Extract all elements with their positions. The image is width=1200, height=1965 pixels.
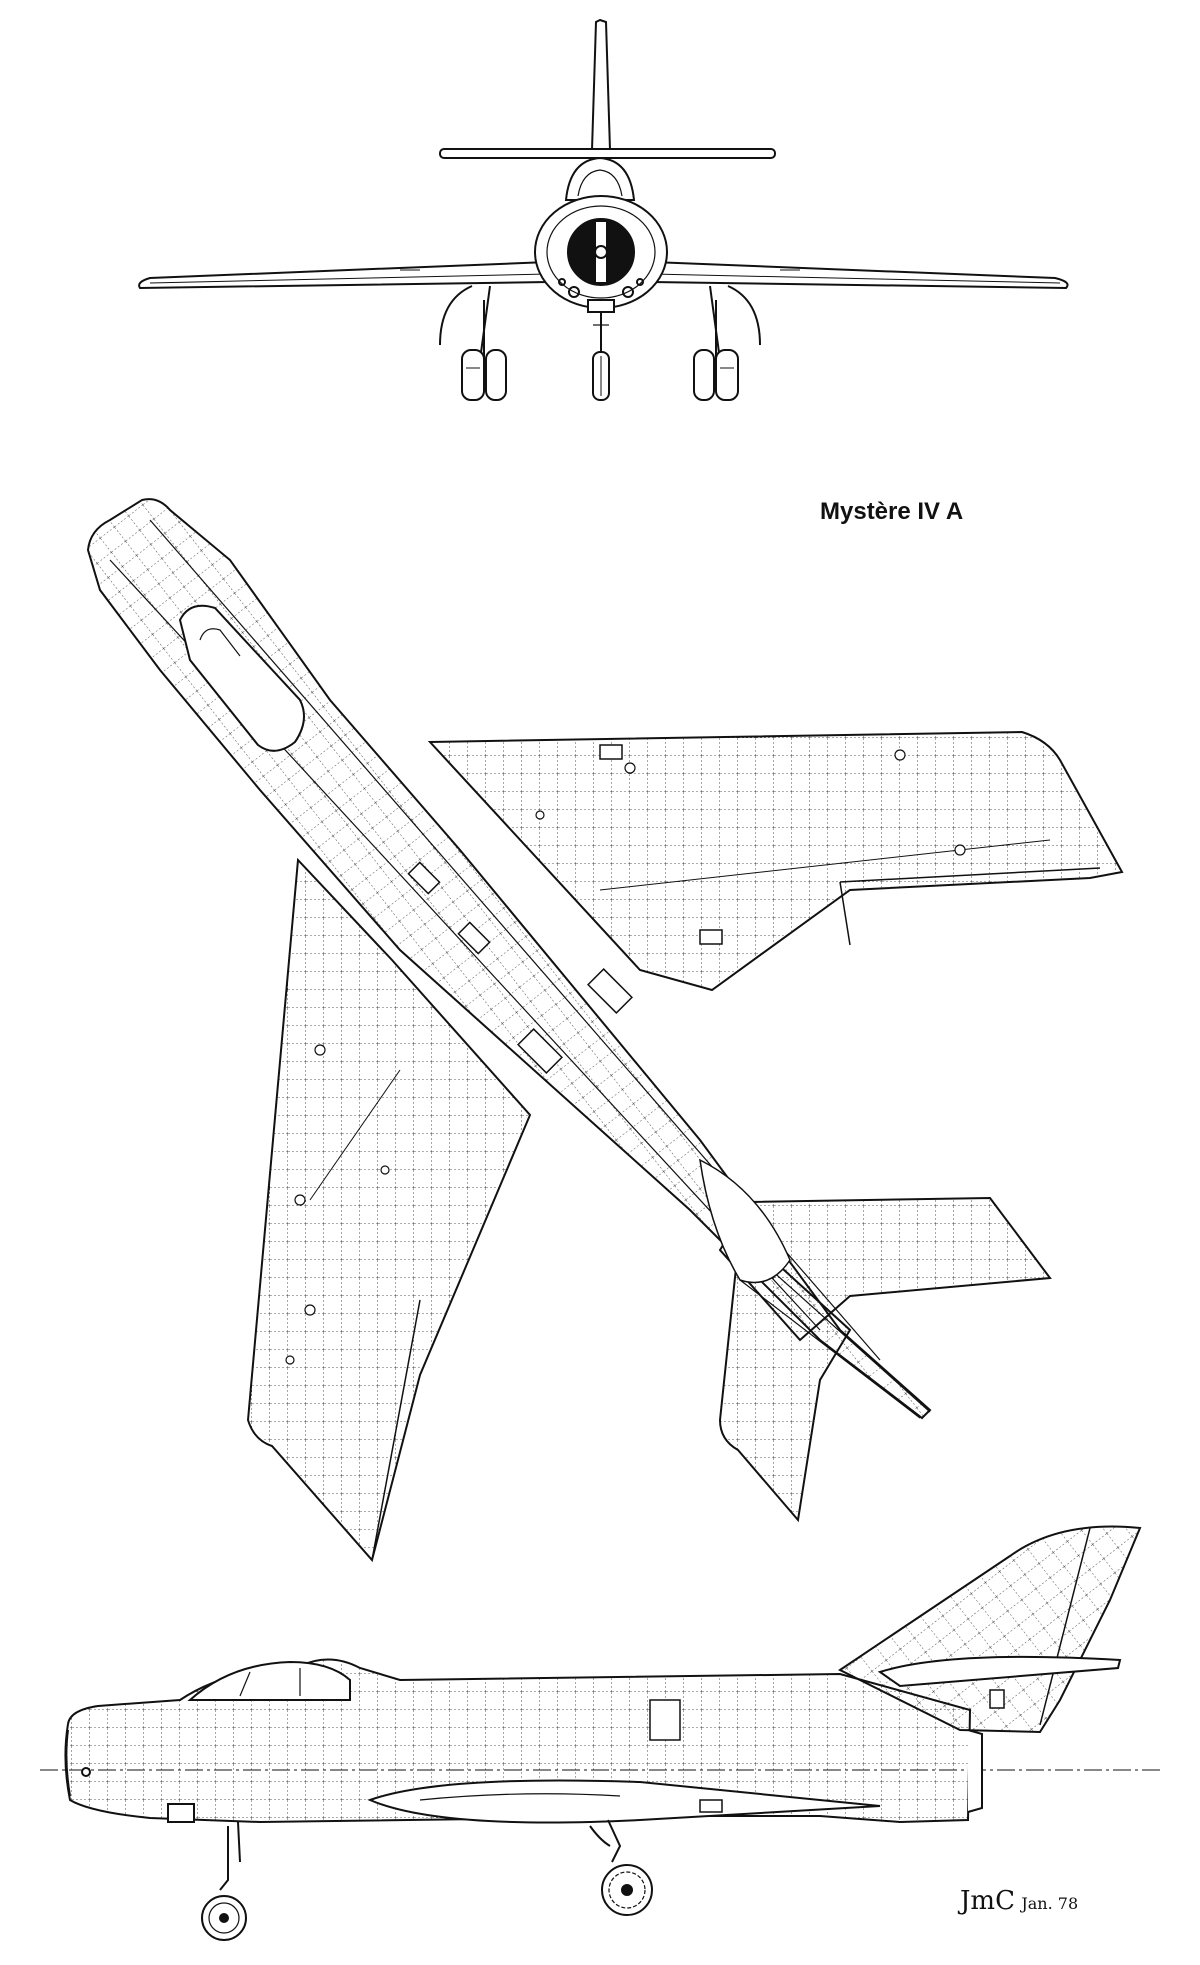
front-view-canopy	[566, 158, 634, 200]
front-view-nose-gear	[588, 300, 614, 400]
front-view	[139, 20, 1067, 400]
front-view-fin	[592, 20, 610, 150]
plan-view	[88, 499, 1122, 1560]
side-view-main-gear	[590, 1820, 652, 1915]
front-view-wing-right	[652, 262, 1068, 288]
plan-view-wing-lower	[248, 860, 530, 1560]
draftsman-signature: JmC Jan. 78	[960, 1886, 1078, 1916]
side-view-canopy	[190, 1662, 350, 1700]
aircraft-title: Mystère IV A	[820, 498, 964, 525]
front-view-tailplane	[440, 149, 775, 158]
signature-date: Jan. 78	[1021, 1894, 1079, 1913]
plan-view-wing-upper	[430, 732, 1122, 990]
side-view	[40, 1527, 1160, 1940]
front-view-wing-left	[139, 262, 548, 288]
side-view-nose-gear	[168, 1804, 246, 1940]
front-view-main-gear-left	[440, 286, 506, 400]
side-view-ventral-fairing	[370, 1780, 880, 1822]
front-view-main-gear-right	[694, 286, 760, 400]
plan-view-canopy	[180, 606, 304, 751]
side-view-tailplane	[880, 1657, 1120, 1686]
signature-initials: JmC	[960, 1886, 1015, 1916]
